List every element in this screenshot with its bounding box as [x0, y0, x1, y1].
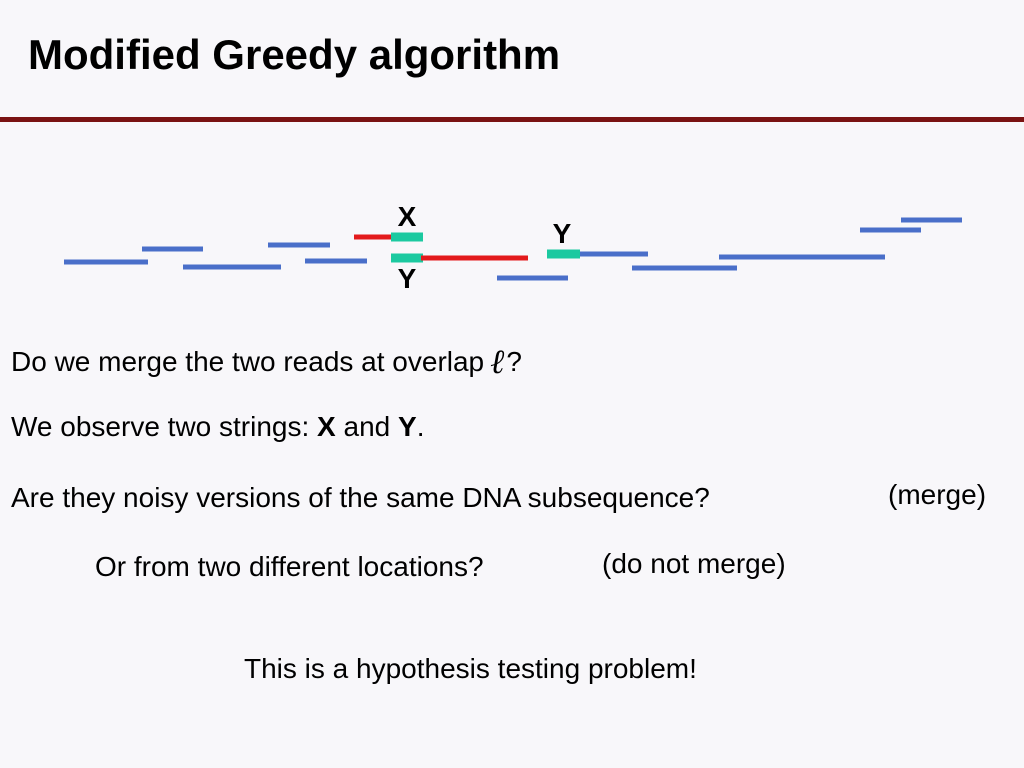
- different-locations-question: Or from two different locations?: [95, 551, 484, 582]
- merge-label: (merge): [888, 479, 987, 510]
- overlap-question-mark: ?: [506, 346, 522, 377]
- no-merge-label: (do not merge): [602, 548, 786, 579]
- observation-text: We observe two strings:: [11, 411, 318, 442]
- observation-line: We observe two strings: X and Y.: [11, 413, 424, 441]
- slide-title: Modified Greedy algorithm: [28, 31, 561, 78]
- reads-diagram: X Y Y: [62, 172, 962, 294]
- title-divider: [0, 117, 1024, 122]
- observation-y: Y: [398, 411, 417, 442]
- observation-and: and: [335, 411, 399, 442]
- label-y-bottom: Y: [398, 263, 417, 294]
- observation-period: .: [416, 411, 425, 442]
- label-y-right: Y: [553, 218, 572, 249]
- overlap-question-text: Do we merge the two reads at overlap: [11, 346, 485, 377]
- conclusion-text: This is a hypothesis testing problem!: [244, 653, 697, 684]
- reads-group: [64, 217, 962, 281]
- label-x-top: X: [398, 201, 417, 232]
- noisy-versions-question: Are they noisy versions of the same DNA …: [11, 482, 710, 513]
- overlap-length-symbol: ℓ: [490, 342, 505, 382]
- observation-x: X: [317, 411, 336, 442]
